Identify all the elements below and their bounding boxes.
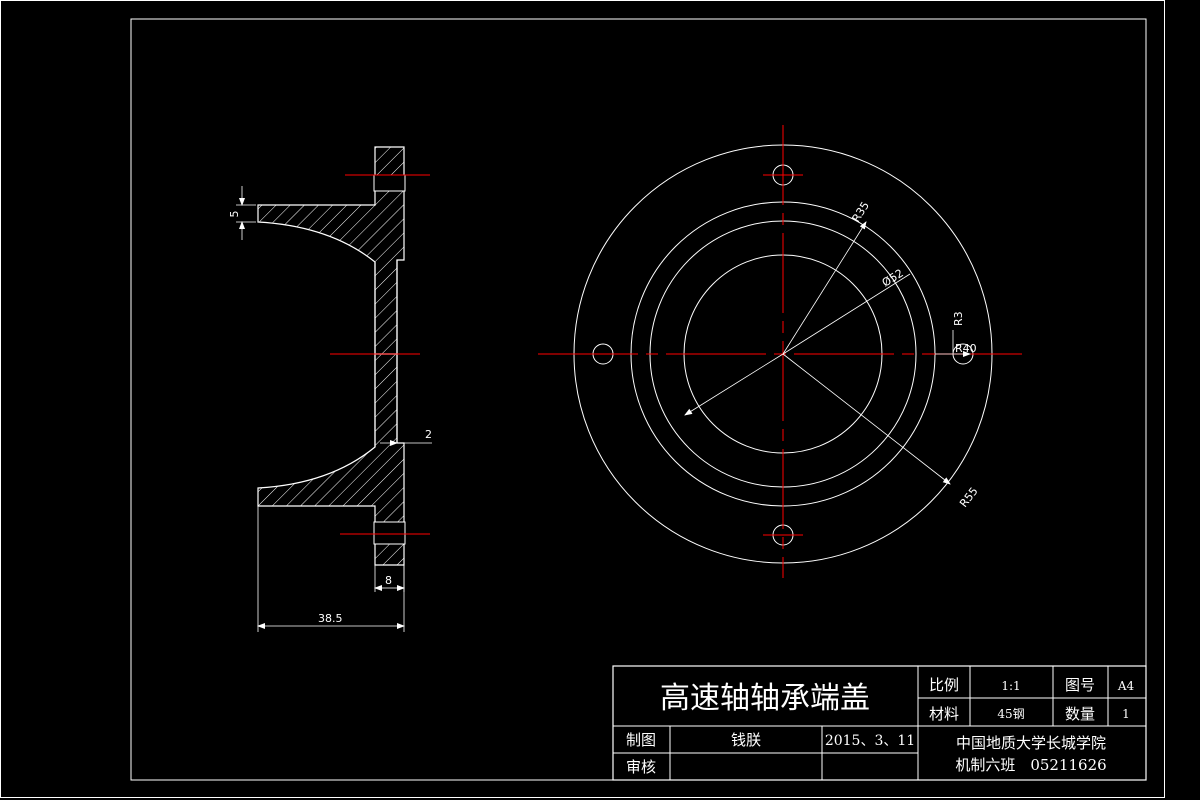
drawing-no-label: 图号	[1065, 676, 1095, 694]
drawing-no-value: A4	[1117, 679, 1135, 693]
scale-value: 1:1	[1001, 679, 1020, 693]
dim-r55: R55	[957, 485, 981, 510]
front-view: R35 Ø52 R3 R40 R55	[538, 125, 1030, 578]
drawn-label: 制图	[626, 731, 656, 749]
title-block: 高速轴轴承端盖 比例 1:1 图号 A4 材料 45钢 数量 1 制图 钱朕 2…	[612, 665, 1147, 781]
outer-border	[0, 0, 1165, 798]
class-info: 机制六班 05211626	[955, 756, 1106, 774]
bolt-hole-top	[373, 174, 406, 192]
dim-r40: R40	[955, 342, 977, 355]
quantity-label: 数量	[1065, 705, 1095, 723]
school-name: 中国地质大学长城学院	[956, 734, 1106, 752]
dim-r3: R3	[952, 311, 965, 326]
material-value: 45钢	[997, 707, 1024, 721]
section-view: 5 2 8 38.5	[228, 146, 432, 632]
drawn-by: 钱朕	[731, 731, 761, 749]
quantity-value: 1	[1122, 707, 1130, 721]
title-text: 高速轴轴承端盖	[660, 681, 870, 716]
dim-phi52: Ø52	[880, 267, 906, 290]
scale-label: 比例	[929, 676, 959, 694]
checked-label: 审核	[626, 758, 656, 776]
dim-5: 5	[228, 211, 241, 218]
dim-2: 2	[425, 428, 432, 441]
bolt-hole-bottom	[373, 521, 406, 545]
date: 2015、3、11	[825, 733, 915, 749]
dim-r35: R35	[850, 199, 872, 224]
material-label: 材料	[929, 705, 959, 723]
dim-8: 8	[385, 574, 392, 587]
dim-38-5: 38.5	[318, 612, 343, 625]
